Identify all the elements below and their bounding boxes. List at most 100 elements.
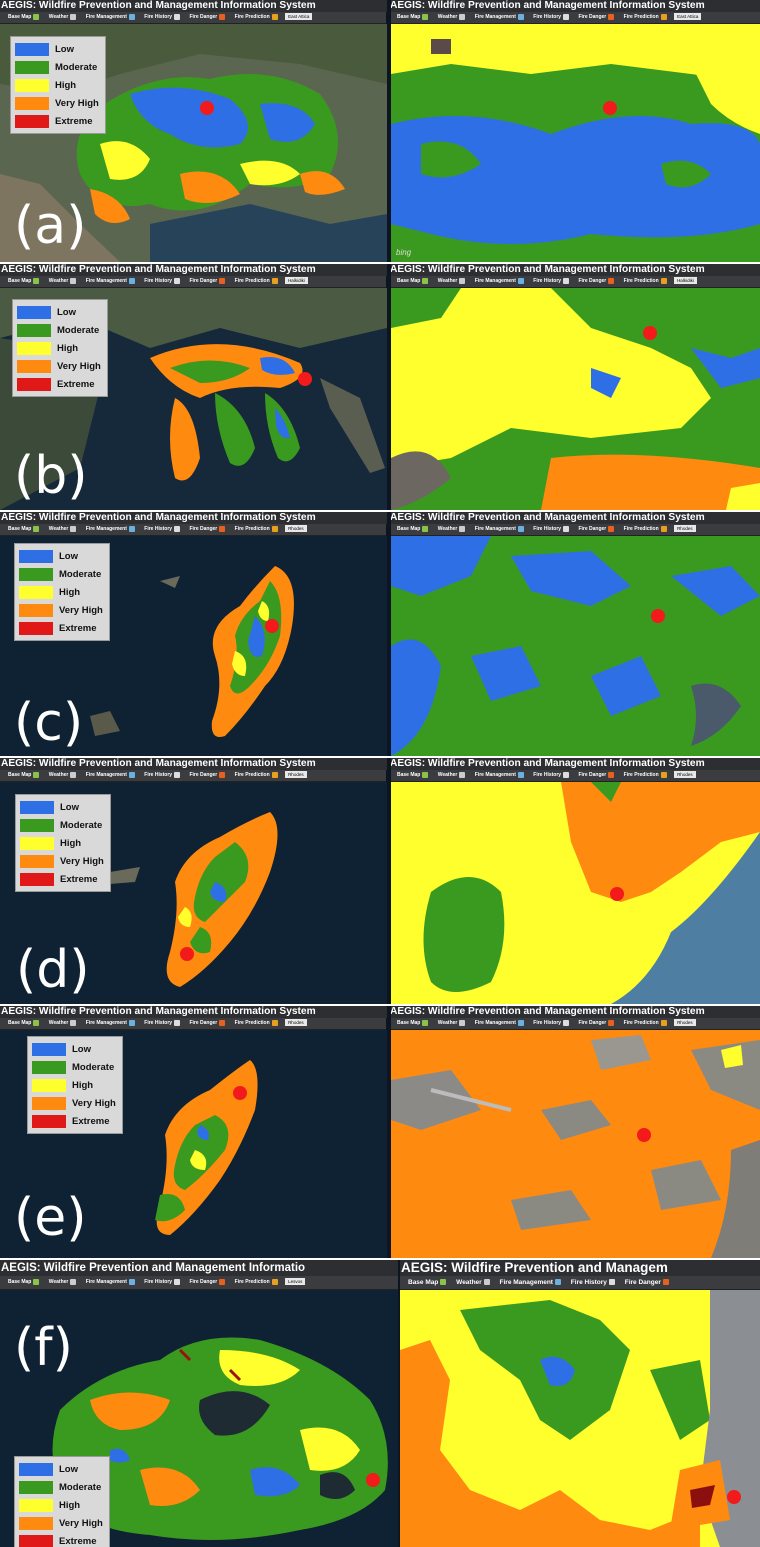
fire-management-button[interactable]: Fire Management [474,772,516,778]
fire-location-marker[interactable] [643,326,657,340]
region-select[interactable]: Rhodes [674,771,696,779]
weather-button[interactable]: Weather [48,1279,69,1285]
fire-location-marker[interactable] [200,101,214,115]
fire-danger-button[interactable]: Fire Danger [189,1020,218,1026]
fire-danger-button[interactable]: Fire Danger [189,526,218,532]
fire-prediction-button[interactable]: Fire Prediction [234,526,270,532]
detail-map[interactable] [391,1030,760,1258]
fire-prediction-button[interactable]: Fire Prediction [234,772,270,778]
detail-map[interactable] [391,536,760,756]
region-select[interactable]: Rhodes [285,771,307,779]
fire-danger-button[interactable]: Fire Danger [578,14,607,20]
fire-history-button[interactable]: Fire History [533,1020,562,1026]
weather-button[interactable]: Weather [48,278,69,284]
weather-button[interactable]: Weather [48,772,69,778]
fire-prediction-button[interactable]: Fire Prediction [234,14,270,20]
fire-management-button[interactable]: Fire Management [85,1279,127,1285]
fire-prediction-button[interactable]: Fire Prediction [234,278,270,284]
fire-prediction-button[interactable]: Fire Prediction [623,14,659,20]
fire-prediction-button[interactable]: Fire Prediction [234,1020,270,1026]
fire-management-button[interactable]: Fire Management [474,1020,516,1026]
weather-button[interactable]: Weather [437,526,458,532]
fire-location-marker[interactable] [603,101,617,115]
weather-button[interactable]: Weather [437,1020,458,1026]
fire-management-button[interactable]: Fire Management [474,14,516,20]
region-select[interactable]: Rhodes [674,525,696,533]
detail-map[interactable] [391,288,760,510]
fire-location-marker[interactable] [298,372,312,386]
fire-management-button[interactable]: Fire Management [85,772,127,778]
fire-management-button[interactable]: Fire Management [85,14,127,20]
weather-button[interactable]: Weather [456,1279,482,1286]
fire-history-button[interactable]: Fire History [144,526,173,532]
fire-history-button[interactable]: Fire History [144,1279,173,1285]
fire-history-button[interactable]: Fire History [144,772,173,778]
fire-management-button[interactable]: Fire Management [85,278,127,284]
overview-map[interactable] [0,288,387,510]
fire-history-button[interactable]: Fire History [533,14,562,20]
fire-danger-button[interactable]: Fire Danger [578,1020,607,1026]
detail-map[interactable] [391,24,760,262]
base-map-button[interactable]: Base Map [8,526,32,532]
region-select[interactable]: Halkidiki [674,277,697,285]
region-select[interactable]: East Attica [674,13,702,21]
fire-management-button[interactable]: Fire Management [85,1020,127,1026]
base-map-button[interactable]: Base Map [397,772,421,778]
fire-danger-button[interactable]: Fire Danger [578,526,607,532]
overview-map[interactable] [0,1290,398,1547]
fire-location-marker[interactable] [651,609,665,623]
fire-location-marker[interactable] [610,887,624,901]
fire-danger-button[interactable]: Fire Danger [578,278,607,284]
fire-management-button[interactable]: Fire Management [499,1279,553,1286]
fire-danger-button[interactable]: Fire Danger [189,14,218,20]
base-map-button[interactable]: Base Map [8,278,32,284]
fire-location-marker[interactable] [366,1473,380,1487]
base-map-button[interactable]: Base Map [397,278,421,284]
base-map-button[interactable]: Base Map [8,1279,32,1285]
weather-button[interactable]: Weather [437,14,458,20]
fire-management-button[interactable]: Fire Management [474,278,516,284]
fire-history-button[interactable]: Fire History [144,14,173,20]
fire-management-button[interactable]: Fire Management [85,526,127,532]
fire-management-button[interactable]: Fire Management [474,526,516,532]
region-select[interactable]: Rhodes [674,1019,696,1027]
fire-history-button[interactable]: Fire History [144,278,173,284]
fire-history-button[interactable]: Fire History [570,1279,607,1286]
detail-map[interactable] [400,1290,760,1547]
fire-history-button[interactable]: Fire History [533,278,562,284]
region-select[interactable]: Lesvos [285,1278,306,1286]
fire-history-button[interactable]: Fire History [144,1020,173,1026]
base-map-button[interactable]: Base Map [408,1279,439,1286]
weather-button[interactable]: Weather [48,1020,69,1026]
region-select[interactable]: Rhodes [285,525,307,533]
base-map-button[interactable]: Base Map [8,772,32,778]
weather-button[interactable]: Weather [48,526,69,532]
fire-prediction-button[interactable]: Fire Prediction [234,1279,270,1285]
region-select[interactable]: East Attica [285,13,313,21]
base-map-button[interactable]: Base Map [397,14,421,20]
base-map-button[interactable]: Base Map [397,526,421,532]
weather-button[interactable]: Weather [437,772,458,778]
fire-prediction-button[interactable]: Fire Prediction [623,278,659,284]
fire-history-button[interactable]: Fire History [533,772,562,778]
fire-danger-button[interactable]: Fire Danger [578,772,607,778]
base-map-button[interactable]: Base Map [8,14,32,20]
fire-prediction-button[interactable]: Fire Prediction [623,772,659,778]
fire-danger-button[interactable]: Fire Danger [189,278,218,284]
region-select[interactable]: Rhodes [285,1019,307,1027]
fire-location-marker[interactable] [265,619,279,633]
fire-location-marker[interactable] [180,947,194,961]
base-map-button[interactable]: Base Map [8,1020,32,1026]
fire-location-marker[interactable] [727,1490,741,1504]
weather-button[interactable]: Weather [48,14,69,20]
fire-location-marker[interactable] [233,1086,247,1100]
weather-button[interactable]: Weather [437,278,458,284]
detail-map[interactable] [391,782,760,1004]
overview-map[interactable] [0,536,387,756]
fire-prediction-button[interactable]: Fire Prediction [623,526,659,532]
fire-danger-button[interactable]: Fire Danger [624,1279,661,1286]
fire-danger-button[interactable]: Fire Danger [189,1279,218,1285]
fire-prediction-button[interactable]: Fire Prediction [623,1020,659,1026]
fire-location-marker[interactable] [637,1128,651,1142]
region-select[interactable]: Halkidiki [285,277,308,285]
